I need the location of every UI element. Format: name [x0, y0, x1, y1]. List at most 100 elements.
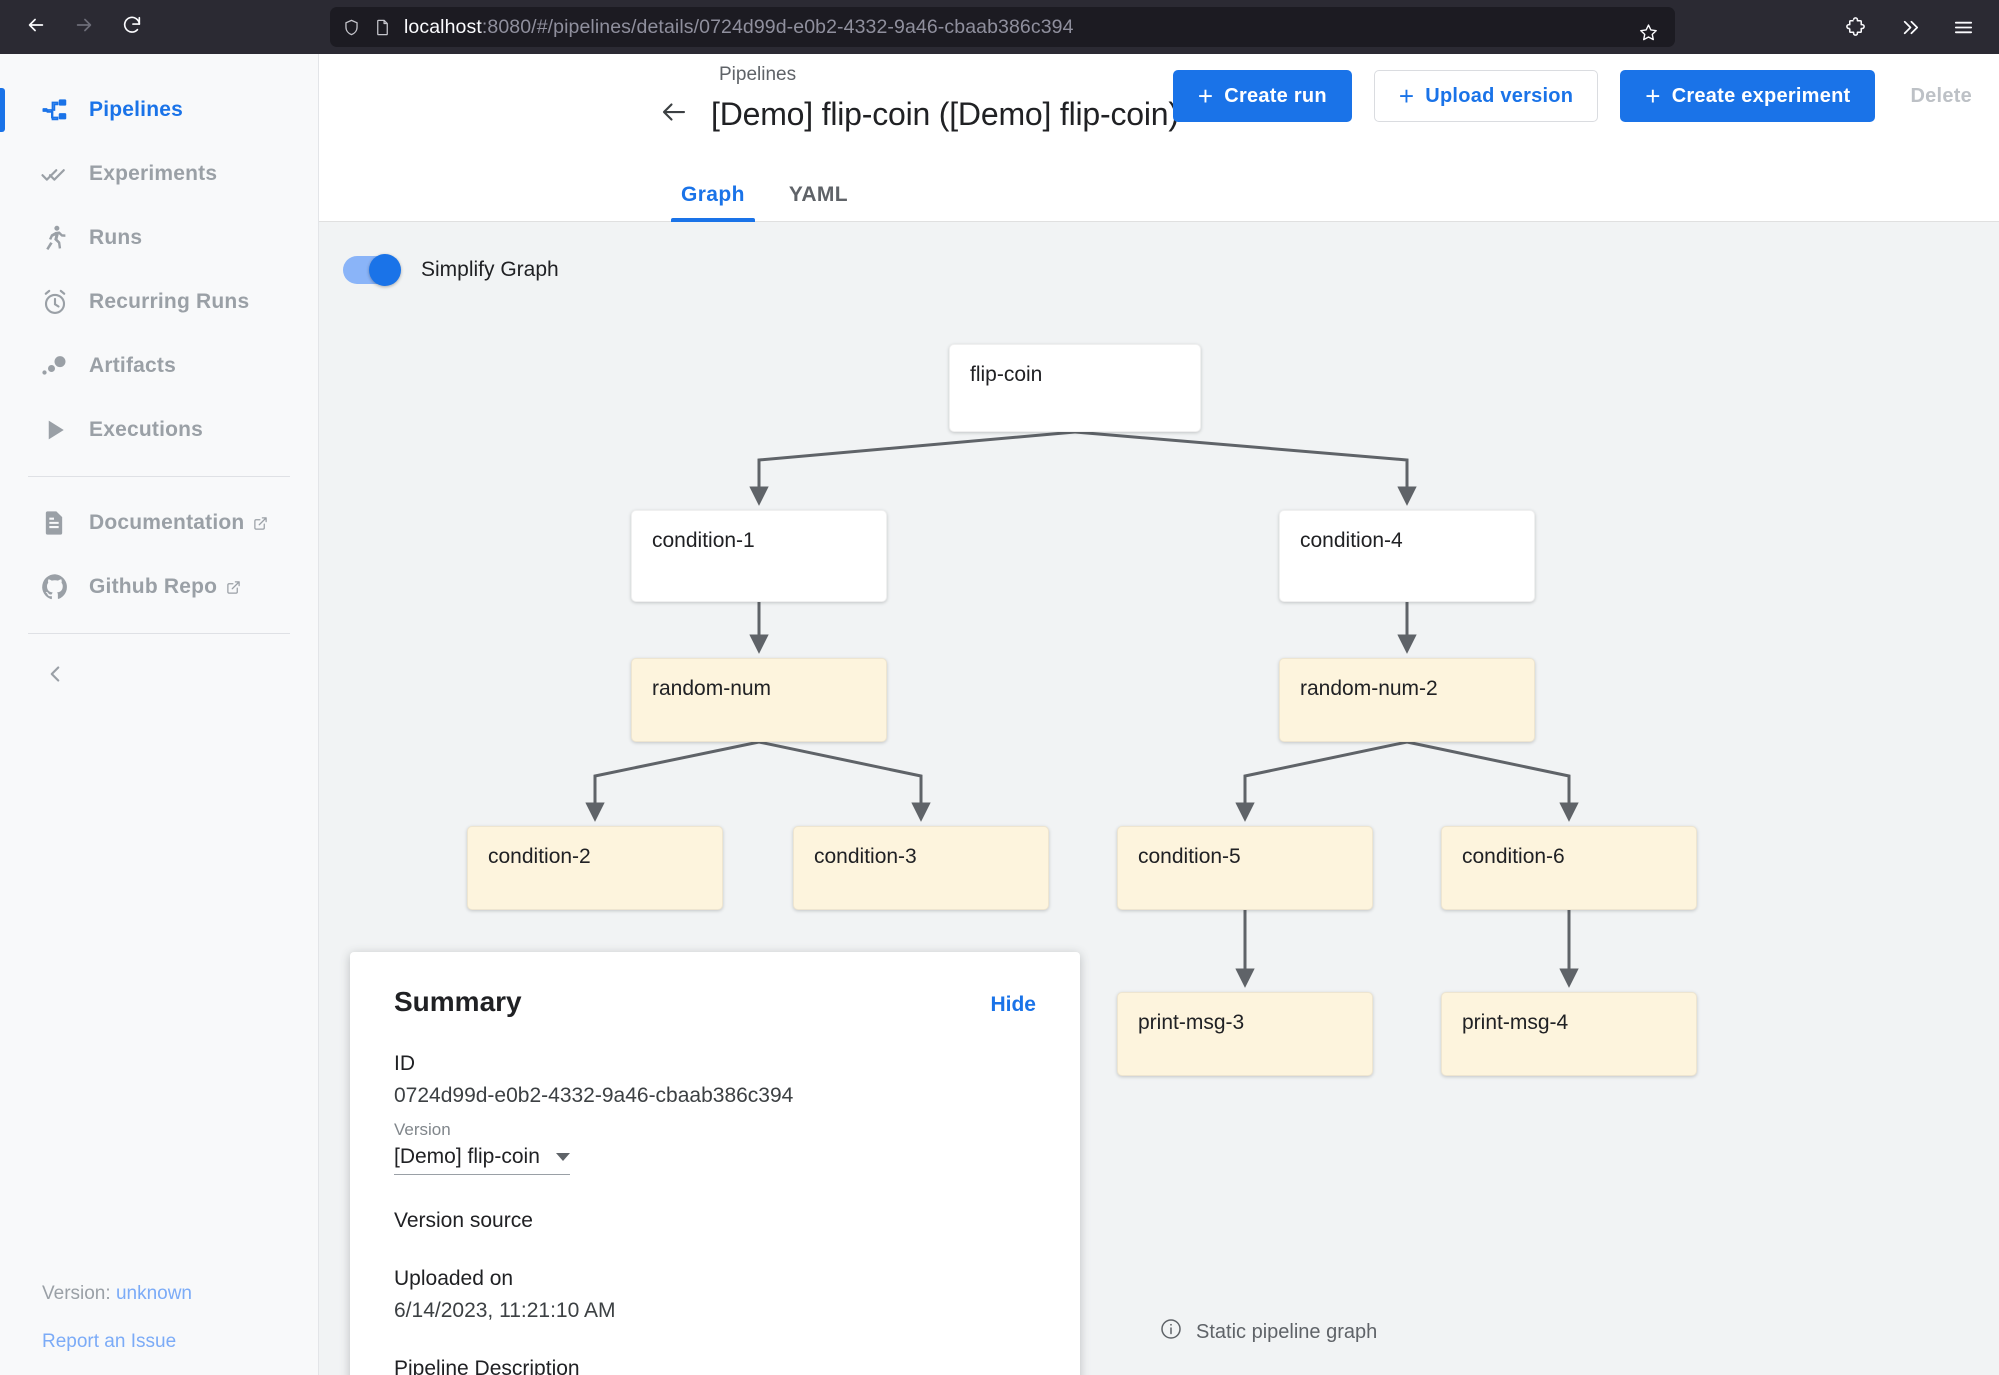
sidebar-footer: Version: unknown Report an Issue [0, 1283, 319, 1353]
url-bar[interactable]: localhost:8080/#/pipelines/details/0724d… [330, 7, 1675, 47]
graph-edge-flip-coin-to-condition-1 [749, 430, 1076, 506]
graph-node-label: condition-5 [1138, 845, 1241, 868]
reload-button[interactable] [110, 7, 154, 47]
sidebar-item-experiments[interactable]: Experiments [0, 142, 318, 206]
graph-node-label: flip-coin [970, 363, 1043, 386]
tab-yaml[interactable]: YAML [788, 183, 849, 206]
summary-header: Summary Hide [394, 986, 1036, 1018]
info-circle-icon [1159, 1317, 1183, 1347]
version-row: Version: unknown [42, 1283, 319, 1305]
graph-node-label: random-num-2 [1300, 677, 1438, 700]
title-row: [Demo] flip-coin ([Demo] flip-coin) [659, 96, 1179, 133]
page-header: Pipelines [Demo] flip-coin ([Demo] flip-… [319, 54, 1999, 164]
url-text: localhost:8080/#/pipelines/details/0724d… [404, 16, 1074, 39]
graph-node-condition-1[interactable]: condition-1 [631, 510, 887, 602]
puzzle-piece-icon[interactable] [1835, 7, 1875, 47]
summary-id-value: 0724d99d-e0b2-4332-9a46-cbaab386c394 [394, 1084, 794, 1107]
graph-node-random-num[interactable]: random-num [631, 658, 887, 742]
tab-bar: Graph YAML [319, 164, 1999, 222]
sidebar-item-label: Runs [89, 226, 143, 249]
simplify-graph-label: Simplify Graph [421, 258, 559, 281]
version-select[interactable]: [Demo] flip-coin [394, 1145, 570, 1175]
double-chevron-icon[interactable] [1889, 7, 1929, 47]
back-arrow-icon [659, 97, 689, 132]
pipelines-icon [40, 95, 74, 125]
version-value-link[interactable]: unknown [115, 1283, 192, 1304]
toggle-knob [369, 254, 401, 286]
sidebar-item-executions[interactable]: Executions [0, 398, 318, 462]
page-back-button[interactable] [659, 97, 689, 132]
upload-version-button[interactable]: + Upload version [1373, 70, 1599, 122]
sidebar-item-pipelines[interactable]: Pipelines [0, 78, 318, 142]
create-run-button[interactable]: + Create run [1172, 70, 1352, 122]
browser-nav-buttons [14, 7, 154, 47]
graph-node-flip-coin[interactable]: flip-coin [949, 344, 1201, 432]
report-issue-link[interactable]: Report an Issue [42, 1331, 177, 1352]
sidebar-item-recurring-runs[interactable]: Recurring Runs [0, 270, 318, 334]
graph-edge-random-num-2-to-condition-6 [1406, 740, 1579, 822]
sidebar: Pipelines Experiments Runs Recurring Run… [0, 54, 319, 1375]
graph-edge-random-num-to-condition-2 [585, 740, 760, 822]
sidebar-item-github-repo[interactable]: Github Repo [0, 555, 318, 619]
graph-node-random-num-2[interactable]: random-num-2 [1279, 658, 1535, 742]
graph-node-condition-4[interactable]: condition-4 [1279, 510, 1535, 602]
upload-version-label: Upload version [1425, 84, 1574, 107]
sidebar-collapse-button[interactable] [0, 648, 318, 704]
star-icon[interactable] [1631, 15, 1665, 49]
version-select-value: [Demo] flip-coin [394, 1145, 540, 1168]
artifacts-icon [40, 351, 74, 381]
graph-node-condition-5[interactable]: condition-5 [1117, 826, 1373, 910]
sidebar-item-documentation[interactable]: Documentation [0, 491, 318, 555]
summary-id-label: ID [394, 1052, 415, 1075]
executions-icon [40, 415, 74, 445]
chevron-left-icon [42, 661, 68, 692]
hamburger-menu-icon[interactable] [1943, 7, 1983, 47]
graph-canvas[interactable]: Simplify Graph flip-coin condition-1 condi… [319, 222, 1999, 1375]
simplify-graph-control: Simplify Graph [343, 254, 559, 286]
sidebar-item-label: Documentation [89, 511, 245, 534]
summary-hide-button[interactable]: Hide [990, 993, 1036, 1016]
browser-toolbar: localhost:8080/#/pipelines/details/0724d… [0, 0, 1999, 54]
static-graph-note: Static pipeline graph [1159, 1317, 1377, 1347]
back-button[interactable] [14, 7, 58, 47]
sidebar-item-artifacts[interactable]: Artifacts [0, 334, 318, 398]
sidebar-item-label: Experiments [89, 162, 218, 185]
reload-icon [121, 14, 143, 41]
app-root: Pipelines Experiments Runs Recurring Run… [0, 54, 1999, 1375]
page-icon [373, 18, 392, 37]
graph-edge-random-num-to-condition-3 [758, 740, 931, 822]
back-arrow-icon [25, 14, 47, 41]
tab-graph[interactable]: Graph [659, 183, 767, 222]
main-content: Pipelines [Demo] flip-coin ([Demo] flip-… [319, 54, 1999, 1375]
graph-node-label: print-msg-3 [1138, 1011, 1245, 1034]
summary-version-source-label: Version source [394, 1209, 533, 1232]
sidebar-item-runs[interactable]: Runs [0, 206, 318, 270]
graph-node-label: condition-1 [652, 529, 755, 552]
sidebar-item-label: Recurring Runs [89, 290, 250, 313]
browser-right-controls [1835, 7, 1983, 47]
delete-button[interactable]: Delete [1897, 70, 1985, 122]
experiments-icon [40, 159, 74, 189]
summary-uploaded-value: 6/14/2023, 11:21:10 AM [394, 1299, 616, 1322]
graph-node-label: condition-2 [488, 845, 591, 868]
graph-node-print-msg-3[interactable]: print-msg-3 [1117, 992, 1373, 1076]
graph-node-condition-2[interactable]: condition-2 [467, 826, 723, 910]
forward-button[interactable] [62, 7, 106, 47]
sidebar-item-label: Pipelines [89, 98, 184, 121]
summary-uploaded-label: Uploaded on [394, 1267, 514, 1290]
graph-node-condition-3[interactable]: condition-3 [793, 826, 1049, 910]
create-experiment-button[interactable]: + Create experiment [1620, 70, 1876, 122]
graph-node-label: condition-6 [1462, 845, 1565, 868]
static-graph-note-label: Static pipeline graph [1196, 1320, 1378, 1343]
graph-node-print-msg-4[interactable]: print-msg-4 [1441, 992, 1697, 1076]
plus-icon: + [1398, 81, 1415, 111]
graph-edges [585, 430, 1579, 988]
summary-panel: Summary Hide ID 0724d99d-e0b2-4332-9a46-… [350, 952, 1080, 1375]
breadcrumb[interactable]: Pipelines [719, 64, 797, 85]
graph-node-label: print-msg-4 [1462, 1011, 1569, 1034]
summary-description-label: Pipeline Description [394, 1357, 580, 1375]
simplify-graph-toggle[interactable] [343, 254, 401, 286]
delete-label: Delete [1910, 84, 1972, 107]
external-link-icon [226, 580, 241, 595]
graph-node-condition-6[interactable]: condition-6 [1441, 826, 1697, 910]
